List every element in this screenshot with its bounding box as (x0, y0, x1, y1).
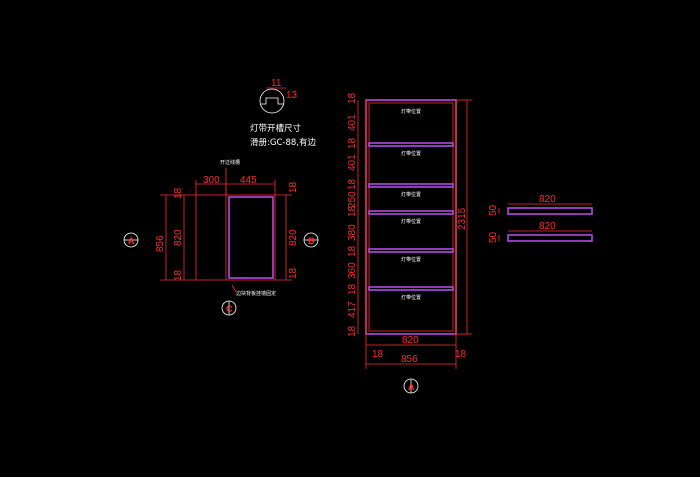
shelf-board-2: 820 50 (488, 221, 593, 243)
front-dim-6: 18 (347, 205, 358, 217)
light-slot-spec: 滑册:GC-88,有边 (250, 137, 316, 148)
marker-c-side: C (221, 300, 237, 316)
side-outer-frame (195, 194, 276, 281)
marker-a-front: A (403, 378, 419, 394)
shelf-1-label: 灯带位置 (401, 150, 421, 157)
side-dim-edge-tr: 18 (288, 181, 299, 193)
marker-a-front-label: A (408, 382, 415, 392)
side-dim-inner-right: 820 (288, 229, 299, 246)
shelf-3: 灯带位置 (368, 210, 454, 225)
front-dim-0: 18 (347, 92, 358, 104)
front-dim-5: 250 (347, 191, 358, 208)
side-dim-edge-tl: 18 (173, 187, 184, 199)
front-dim-bottom-total: 856 (401, 354, 418, 365)
cabinet-inner-frame (368, 102, 454, 332)
shelf-top-label: 灯带位置 (401, 108, 421, 115)
shelf-1: 灯带位置 (368, 142, 454, 157)
front-view: 灯带位置 灯带位置 灯带位置 灯带位置 灯带位置 灯带位置 18 401 18 … (347, 92, 472, 394)
slot-profile-circle (259, 88, 285, 114)
side-dim-edge-bl: 18 (173, 269, 184, 281)
side-dim-edge-br: 18 (288, 267, 299, 279)
shelf-board-2-thickness: 50 (488, 231, 499, 243)
shelf-4-label: 灯带位置 (401, 256, 421, 263)
shelf-board-1: 820 50 (488, 194, 593, 216)
front-dim-4: 18 (347, 178, 358, 190)
shelf-board-1-thickness: 50 (488, 204, 499, 216)
front-dim-2: 18 (347, 137, 358, 149)
shelf-2-label: 灯带位置 (401, 191, 421, 198)
front-dim-7: 380 (347, 224, 358, 241)
side-dim-top-right: 445 (240, 175, 257, 186)
shelf-3-label: 灯带位置 (401, 218, 421, 225)
slot-dim-b: 13 (286, 90, 298, 101)
shelf-5: 灯带位置 (368, 286, 454, 301)
front-dim-bottom-inner: 820 (402, 335, 419, 346)
front-dim-3: 401 (347, 154, 358, 171)
shelf-4: 灯带位置 (368, 248, 454, 263)
front-dim-bottom-left: 18 (372, 349, 384, 360)
front-dim-9: 360 (347, 262, 358, 279)
shelf-board-2-body (507, 234, 593, 242)
front-left-dim-chain: 18 401 18 401 18 250 18 380 18 360 18 41… (347, 92, 358, 337)
light-slot-title: 灯带开槽尺寸 (250, 123, 302, 134)
side-bottom-leader (231, 284, 237, 293)
side-view: 开过线槽 300 445 856 820 18 18 820 18 18 (123, 159, 319, 316)
shelf-board-1-body (507, 207, 593, 215)
front-dim-12: 18 (347, 325, 358, 337)
side-top-note: 开过线槽 (220, 159, 240, 166)
front-dim-8: 18 (347, 245, 358, 257)
front-dim-1: 401 (347, 114, 358, 131)
shelf-2: 灯带位置 (368, 183, 454, 198)
side-dim-inner-left: 820 (173, 229, 184, 246)
side-bottom-note: 边块背板挂墙固定 (236, 290, 276, 297)
shelf-board-1-length: 820 (539, 194, 556, 205)
front-dim-11: 417 (347, 301, 358, 318)
marker-b-side-label: B (308, 236, 315, 246)
front-dim-total-height: 2315 (457, 207, 468, 230)
marker-c-side-label: C (226, 304, 233, 314)
shelf-board-2-length: 820 (539, 221, 556, 232)
marker-a-side: A (123, 232, 139, 248)
side-dim-top-left: 300 (203, 175, 220, 186)
front-dim-10: 18 (347, 283, 358, 295)
front-dim-bottom-right: 18 (455, 349, 467, 360)
side-inner-panel (228, 196, 274, 279)
marker-a-side-label: A (128, 236, 135, 246)
marker-b-side: B (303, 232, 319, 248)
slot-profile-icon (261, 97, 284, 105)
shelf-5-label: 灯带位置 (401, 294, 421, 301)
light-slot-detail: 11 13 灯带开槽尺寸 滑册:GC-88,有边 (250, 78, 316, 148)
slot-dim-a: 11 (271, 78, 282, 89)
side-dim-total-height: 856 (155, 235, 166, 252)
